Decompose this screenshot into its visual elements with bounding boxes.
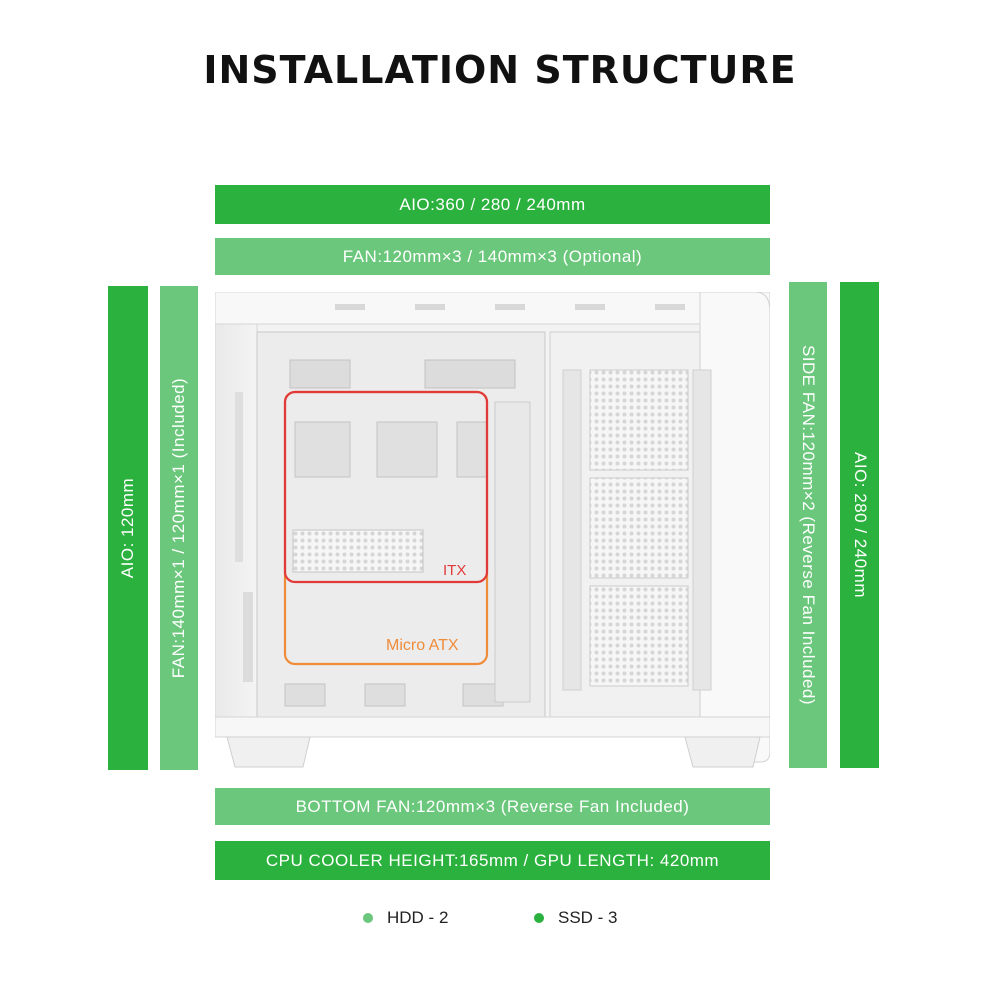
top-aio-label: AIO:360 / 280 / 240mm <box>399 194 586 214</box>
side-rail <box>562 369 582 691</box>
top-aio-bar: AIO:360 / 280 / 240mm <box>215 185 770 224</box>
tray-mesh <box>292 529 424 573</box>
ssd-label: SSD - 3 <box>558 908 618 927</box>
tray-cutout <box>294 421 351 478</box>
side-fan-mesh <box>589 369 689 471</box>
top-slot <box>655 304 685 310</box>
rear-vent <box>235 392 243 562</box>
top-slot <box>335 304 365 310</box>
case-foot <box>226 736 311 768</box>
bottom-cutout <box>364 683 406 707</box>
side-fan-mesh <box>589 585 689 687</box>
tray-cutout <box>376 421 438 478</box>
legend-ssd: SSD - 3 <box>534 908 618 928</box>
bottom-fan-label: BOTTOM FAN:120mm×3 (Reverse Fan Included… <box>295 796 690 816</box>
itx-label: ITX <box>443 562 466 579</box>
top-fan-label: FAN:120mm×3 / 140mm×3 (Optional) <box>342 246 643 266</box>
top-rail <box>215 292 770 325</box>
legend-hdd: HDD - 2 <box>363 908 448 928</box>
case-foot <box>684 736 761 768</box>
bottom-cutout <box>284 683 326 707</box>
itx-outline <box>283 390 489 584</box>
case-illustration: ITX Micro ATX <box>215 292 770 768</box>
rear-vent <box>243 592 253 682</box>
clearance-bar: CPU COOLER HEIGHT:165mm / GPU LENGTH: 42… <box>215 841 770 880</box>
micro-atx-label: Micro ATX <box>386 637 459 654</box>
left-aio-label: AIO: 120mm <box>118 477 137 579</box>
hdd-dot <box>363 913 373 923</box>
side-fan-bar: SIDE FAN:120mm×2 (Reverse Fan Included) <box>789 282 827 768</box>
side-fan-mesh <box>589 477 689 579</box>
cable-column <box>494 401 531 703</box>
top-slot <box>575 304 605 310</box>
tray-cutout <box>289 359 351 389</box>
ssd-dot <box>534 913 544 923</box>
side-fan-label: SIDE FAN:120mm×2 (Reverse Fan Included) <box>799 344 818 706</box>
left-aio-bar: AIO: 120mm <box>108 286 148 770</box>
top-fan-bar: FAN:120mm×3 / 140mm×3 (Optional) <box>215 238 770 275</box>
left-fan-bar: FAN:140mm×1 / 120mm×1 (Included) <box>160 286 198 770</box>
top-slot <box>495 304 525 310</box>
tray-cutout <box>424 359 516 389</box>
tray-cutout <box>456 421 488 478</box>
top-slot <box>415 304 445 310</box>
hdd-label: HDD - 2 <box>387 908 449 927</box>
bottom-shroud <box>215 716 770 738</box>
left-fan-label: FAN:140mm×1 / 120mm×1 (Included) <box>169 377 188 679</box>
clearance-label: CPU COOLER HEIGHT:165mm / GPU LENGTH: 42… <box>265 850 720 870</box>
side-rail <box>692 369 712 691</box>
bottom-fan-bar: BOTTOM FAN:120mm×3 (Reverse Fan Included… <box>215 788 770 825</box>
page-title: INSTALLATION STRUCTURE <box>203 48 797 92</box>
right-aio-label: AIO: 280 / 240mm <box>850 452 870 598</box>
right-aio-bar: AIO: 280 / 240mm <box>840 282 879 768</box>
front-pillar <box>699 292 770 763</box>
